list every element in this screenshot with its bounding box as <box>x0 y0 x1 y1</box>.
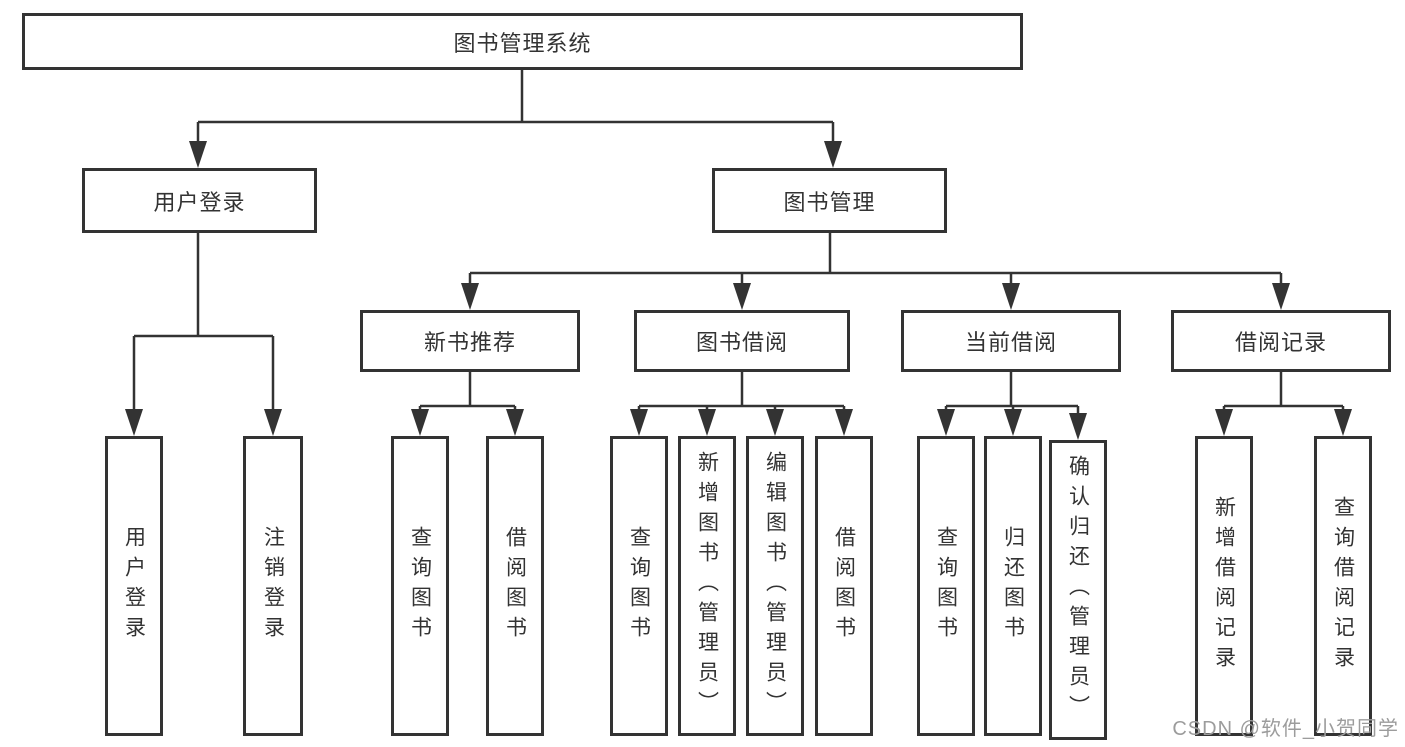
node-book-borrowing: 图书借阅 <box>634 310 850 372</box>
node-label: 新书推荐 <box>423 330 516 355</box>
leaf-return-book: 归还图书 <box>984 436 1042 736</box>
node-label: 借阅图书 <box>832 526 856 646</box>
leaf-confirm-return-admin: 确认归还（管理员） <box>1049 440 1107 740</box>
node-label: 图书管理系统 <box>453 30 592 56</box>
node-label: 用户登录 <box>122 526 146 646</box>
leaf-query-books-borrowing: 查询图书 <box>610 436 668 736</box>
leaf-add-borrow-record: 新增借阅记录 <box>1195 436 1253 736</box>
leaf-add-book-admin: 新增图书（管理员） <box>678 436 736 736</box>
node-book-management-branch: 图书管理 <box>712 168 947 233</box>
leaf-borrow-books-borrowing: 借阅图书 <box>815 436 873 736</box>
node-current-borrowing: 当前借阅 <box>901 310 1121 372</box>
node-label: 图书管理 <box>783 189 876 215</box>
csdn-watermark: CSDN @软件_小贺同学 <box>1172 718 1399 740</box>
leaf-logout: 注销登录 <box>243 436 303 736</box>
node-label: 查询图书 <box>934 526 958 646</box>
node-label: 新增借阅记录 <box>1212 496 1236 676</box>
node-label: 查询图书 <box>408 526 432 646</box>
node-label: 图书借阅 <box>695 330 788 355</box>
node-label: 编辑图书（管理员） <box>763 451 787 721</box>
leaf-edit-book-admin: 编辑图书（管理员） <box>746 436 804 736</box>
node-label: 注销登录 <box>261 526 285 646</box>
leaf-user-login: 用户登录 <box>105 436 163 736</box>
node-label: 确认归还（管理员） <box>1066 455 1090 725</box>
leaf-query-books-current: 查询图书 <box>917 436 975 736</box>
node-new-book-recommend: 新书推荐 <box>360 310 580 372</box>
node-label: 借阅记录 <box>1234 330 1327 355</box>
node-user-login-branch: 用户登录 <box>82 168 317 233</box>
node-label: 查询借阅记录 <box>1331 496 1355 676</box>
leaf-query-borrow-record: 查询借阅记录 <box>1314 436 1372 736</box>
node-label: 当前借阅 <box>964 330 1057 355</box>
node-label: 借阅图书 <box>503 526 527 646</box>
node-label: 新增图书（管理员） <box>695 451 719 721</box>
leaf-borrow-books-recommend: 借阅图书 <box>486 436 544 736</box>
node-label: 归还图书 <box>1001 526 1025 646</box>
node-borrowing-records: 借阅记录 <box>1171 310 1391 372</box>
leaf-query-books-recommend: 查询图书 <box>391 436 449 736</box>
node-label: 用户登录 <box>153 189 246 215</box>
node-label: 查询图书 <box>627 526 651 646</box>
node-root-library-system: 图书管理系统 <box>22 13 1023 70</box>
